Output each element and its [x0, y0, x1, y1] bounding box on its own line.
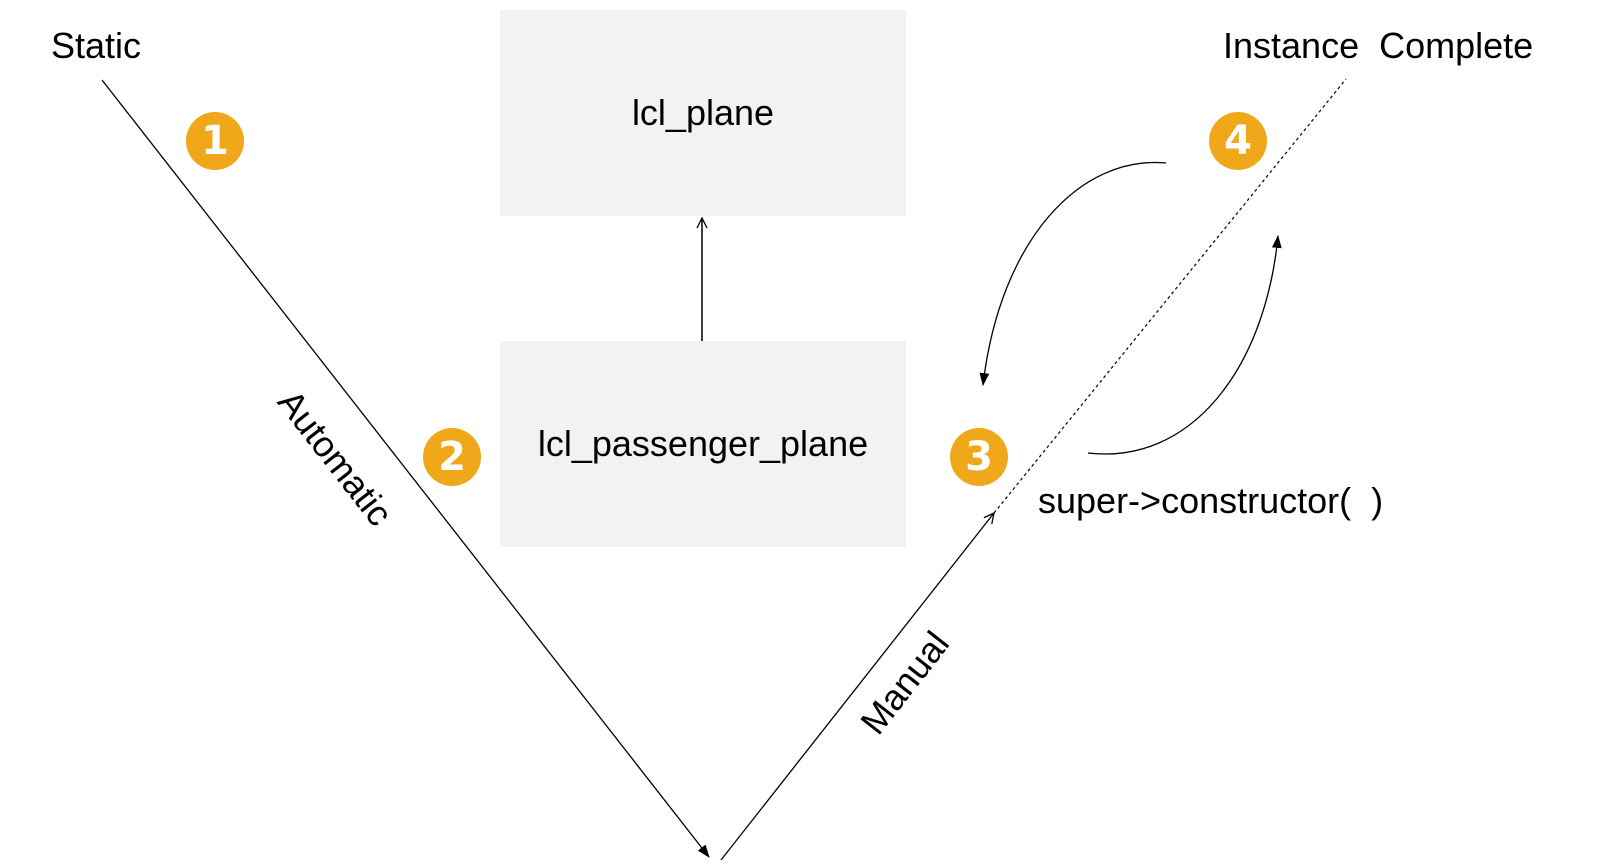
step-1-badge: 1 [186, 112, 244, 170]
child-class-box: lcl_passenger_plane [500, 341, 906, 547]
static-label: Static [51, 25, 142, 66]
dotted-path-line [993, 78, 1347, 514]
parent-class-name: lcl_plane [631, 92, 775, 133]
step-3-badge: 3 [950, 428, 1008, 486]
parent-class-box: lcl_plane [500, 10, 906, 216]
super-constructor-label: super->constructor( ) [1038, 480, 1384, 521]
curve-arrow-to-step-4 [1087, 234, 1282, 455]
manual-path-line [720, 513, 994, 861]
instance-complete-label: Instance Complete [1223, 25, 1534, 66]
automatic-path-line [101, 79, 710, 858]
step-2-badge: 2 [423, 428, 481, 486]
curve-arrow-to-step-3 [979, 161, 1167, 387]
child-class-name: lcl_passenger_plane [537, 423, 869, 464]
step-4-badge: 4 [1209, 112, 1267, 170]
